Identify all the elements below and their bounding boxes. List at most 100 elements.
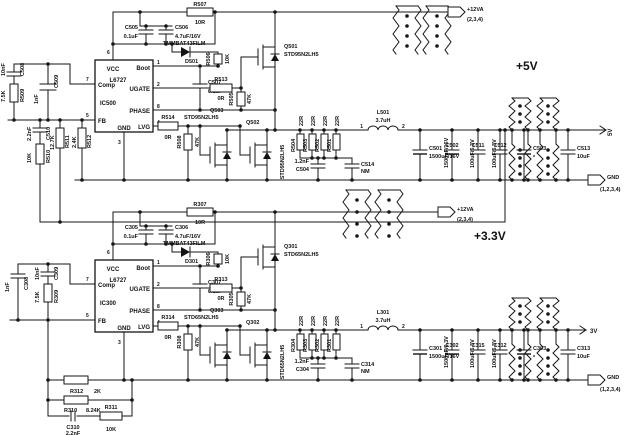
connector-label: +12VA: [467, 7, 484, 13]
value-label: 10K: [225, 254, 231, 264]
resistor-R514: R514 0R: [157, 115, 179, 141]
ref-label: C506: [175, 25, 188, 31]
pin-number: 1: [360, 324, 363, 330]
pin-number: 1: [360, 124, 363, 130]
connector-pins: (1,2,3,4): [600, 187, 621, 193]
ref-label: R313: [214, 277, 227, 283]
ref-label: R514: [161, 115, 175, 121]
ref-label: R305: [229, 292, 235, 305]
pin-number: 2: [157, 82, 160, 88]
value-label: 2.2nF: [66, 431, 81, 435]
resistor-R508: R508 47K: [177, 133, 201, 151]
connector-label: GND: [607, 175, 619, 181]
part-label: STD95N2LH5: [184, 115, 219, 121]
inductor-L501: L501 3.7uH 1 2: [360, 110, 405, 131]
ic-pin-gnd: GND: [117, 126, 131, 132]
value-label: 10K: [225, 54, 231, 64]
bottom-converter-3v3: VCC Boot L6727 Comp UGATE IC300 PHASE FB…: [5, 189, 621, 435]
ref-label: Q302: [246, 320, 259, 326]
part-label: STD65N2LH5: [184, 315, 219, 321]
capacitor-C301: C301 1500uF/16V: [412, 346, 460, 360]
feedback-network-top: 2.2nF C510 10K R510 12.7K R511 2.4K R512: [27, 126, 93, 165]
value-label: 10uF: [577, 354, 590, 360]
ref-label: C509: [54, 75, 60, 88]
ic-pin-boot: Boot: [136, 66, 150, 72]
value-label: 22R: [311, 116, 317, 126]
capacitor-C501: C501 1500uF/16V: [412, 146, 460, 160]
connector-label: +12VA: [457, 207, 474, 213]
ref-label: C314: [361, 362, 375, 368]
pin-number: 1: [157, 60, 160, 66]
ref-label: R314: [161, 315, 175, 321]
rail-title-5v: +5V: [516, 59, 538, 73]
ref-label: R512: [87, 135, 93, 148]
ref-label: R504: [291, 138, 297, 152]
value-label: 1nF: [5, 282, 11, 292]
ref-label: Q503: [210, 108, 223, 114]
resistor-array: [508, 97, 560, 131]
ref-label: R302: [315, 339, 321, 352]
part-label: STD65N2LH5: [280, 345, 286, 380]
value-label: 22R: [311, 316, 317, 326]
output-label-3v: 3V: [590, 329, 597, 335]
mosfet-Q303: Q303 STD65N2LH5: [184, 308, 232, 376]
ic-pin-phase: PHASE: [129, 309, 150, 315]
value-label: 1.2nF: [295, 159, 310, 165]
value-label: 100uF/6.3V: [492, 339, 498, 368]
pin-number: 3: [118, 340, 121, 346]
value-label: 10nF: [1, 63, 7, 76]
ref-label: C511: [472, 143, 485, 149]
capacitor-C513: C513 10uF: [560, 146, 590, 160]
ref-label: R507: [193, 2, 206, 8]
ref-label: C304: [296, 367, 310, 373]
junction-dots-top: [12, 10, 570, 224]
ref-label: C508: [20, 63, 26, 76]
value-label: 47K: [247, 94, 253, 104]
value-label: 100uF/6.3V: [470, 339, 476, 368]
capacitor-C511: C511 100uF/6.3V: [470, 139, 486, 168]
ref-label: R311: [105, 405, 118, 411]
ref-label: C312: [493, 343, 506, 349]
ref-label: Q501: [284, 44, 297, 50]
value-label: 2.2nF: [27, 126, 33, 141]
pin-number: 2: [402, 124, 405, 130]
ic-pin-comp: Comp: [98, 283, 115, 289]
ref-label: R312: [70, 389, 83, 395]
capacitor-C302: C302 1500uF/6.3V: [444, 336, 460, 368]
resistor-array: [508, 343, 560, 381]
value-label: 8.24K: [86, 408, 101, 414]
value-label: 0.1uF: [124, 34, 139, 40]
value-label: 100uF/6.3V: [470, 139, 476, 168]
pin-number: 6: [107, 250, 110, 256]
ref-label: C505: [125, 25, 138, 31]
capacitor-C506: C506 4.7uF/16V: [158, 25, 201, 40]
ic-pin-lvg: LVG: [138, 125, 150, 131]
value-label: 47K: [195, 337, 201, 347]
ref-label: R503: [303, 139, 309, 152]
ref-label: R301: [327, 339, 333, 352]
output-label-5v: 5V: [608, 129, 614, 136]
resistor-R305: R305 47K: [229, 291, 253, 307]
mosfet-Q302: Q302 STD65N2LH5: [239, 320, 286, 380]
ref-label: C309: [54, 267, 60, 280]
ref-label: R513: [214, 77, 227, 83]
ic-part: L6727: [109, 278, 127, 284]
connector-pins: (2,3,4): [457, 217, 473, 223]
ref-label: L301: [377, 310, 390, 316]
part-label: STD65N2LH5: [284, 252, 319, 258]
feedback-network-bottom: R312 2K R310 8.24K R311 10K C310 2.2nF: [63, 375, 123, 435]
value-label: 2.4K: [72, 136, 78, 148]
part-label: TMMBAT43FILM: [163, 41, 206, 47]
connector-pins: (1,2,3,4): [600, 387, 621, 393]
value-label: 0R: [217, 96, 224, 102]
ref-label: C502: [445, 143, 458, 149]
diode-D301: TMMBAT43FILM D301: [163, 241, 206, 265]
ic-pin-fb: FB: [98, 319, 107, 325]
comp-network-bottom: 1nF C308 10nF C309 7.5K R309: [5, 267, 60, 303]
value-label: 0R: [164, 135, 171, 141]
value-label: 7.5K: [1, 90, 7, 102]
value-label: 22R: [335, 116, 341, 126]
resistor-R307: R307 10R: [186, 202, 214, 226]
resistor-R507: R507 10R: [186, 2, 214, 26]
